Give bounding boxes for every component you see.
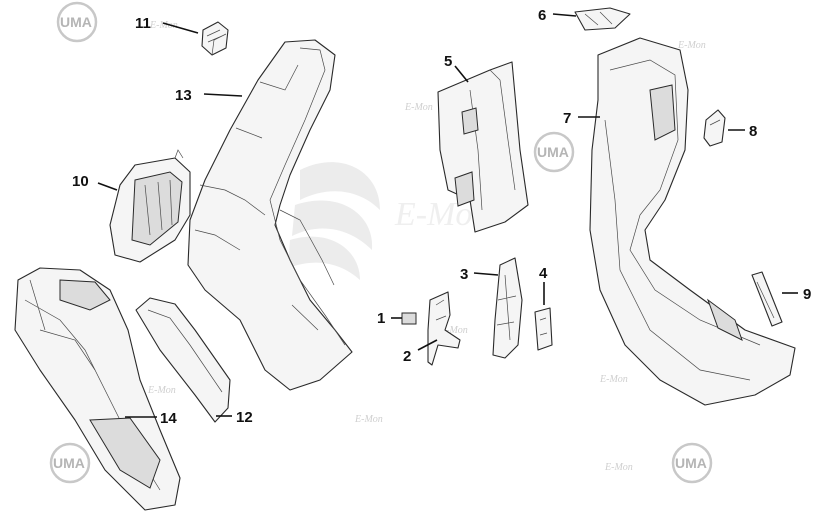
- callout-label-6: 6: [538, 7, 546, 24]
- callout-13: 13: [175, 87, 243, 104]
- callout-14: 14: [125, 410, 177, 427]
- watermark-text: E-Mon: [147, 385, 176, 396]
- callout-7: 7: [563, 110, 600, 127]
- callout-label-9: 9: [803, 286, 811, 303]
- logo-text: UMA: [60, 14, 92, 30]
- part-14-leg-shield: [14, 267, 181, 511]
- part-5-inner-panel: [437, 61, 529, 233]
- callout-1: 1: [377, 310, 402, 327]
- callout-9: 9: [782, 286, 811, 303]
- part-2-bracket: [427, 291, 461, 366]
- callout-2: 2: [403, 339, 438, 365]
- callout-label-7: 7: [563, 110, 571, 127]
- watermark-text: E-Mon: [149, 20, 178, 31]
- part-10-housing: [109, 149, 191, 263]
- callout-12: 12: [216, 409, 253, 426]
- logo-text: UMA: [53, 455, 85, 471]
- callout-4: 4: [539, 265, 548, 305]
- part-12-side-strip: [135, 297, 231, 423]
- callout-label-8: 8: [749, 123, 757, 140]
- logo-bottom-left: UMA: [49, 442, 91, 484]
- watermark-feather-center: [288, 162, 380, 280]
- part-8-cover: [703, 109, 726, 147]
- callout-label-12: 12: [236, 409, 253, 426]
- callout-label-13: 13: [175, 87, 192, 104]
- callout-label-5: 5: [444, 53, 452, 70]
- part-11-bracket: [201, 21, 229, 56]
- callout-6: 6: [538, 7, 577, 24]
- watermark-text: E-Mon: [604, 462, 633, 473]
- part-9-strip: [751, 271, 783, 327]
- watermark-text: E-Mon: [677, 40, 706, 51]
- part-6-clip: [574, 7, 631, 31]
- part-4-plate: [534, 307, 553, 351]
- logo-top-left: UMA: [56, 1, 98, 43]
- logo-text: UMA: [675, 455, 707, 471]
- callout-10: 10: [72, 173, 118, 191]
- watermark-text: E-Mon: [354, 414, 383, 425]
- callout-label-10: 10: [72, 173, 89, 190]
- logo-bottom-right: UMA: [671, 442, 713, 484]
- callout-label-14: 14: [160, 410, 177, 427]
- callout-8: 8: [728, 123, 757, 140]
- part-3-bracket: [492, 257, 523, 359]
- callout-11: 11: [135, 15, 199, 34]
- callout-label-11: 11: [135, 15, 151, 32]
- callout-3: 3: [460, 266, 499, 283]
- watermark-text: E-Mon: [439, 325, 468, 336]
- callout-label-3: 3: [460, 266, 468, 283]
- part-7-rear-panel: [589, 37, 796, 406]
- part-13-front-panel: [187, 39, 353, 391]
- part-1-clip: [401, 312, 417, 325]
- callout-label-2: 2: [403, 348, 411, 365]
- logo-text: UMA: [537, 144, 569, 160]
- watermark-text: E-Mon: [599, 374, 628, 385]
- watermark-text: E-Mon: [404, 102, 433, 113]
- callout-label-4: 4: [539, 265, 548, 282]
- callout-label-1: 1: [377, 310, 385, 327]
- callout-5: 5: [444, 53, 469, 83]
- logo-center-right: UMA: [533, 131, 575, 173]
